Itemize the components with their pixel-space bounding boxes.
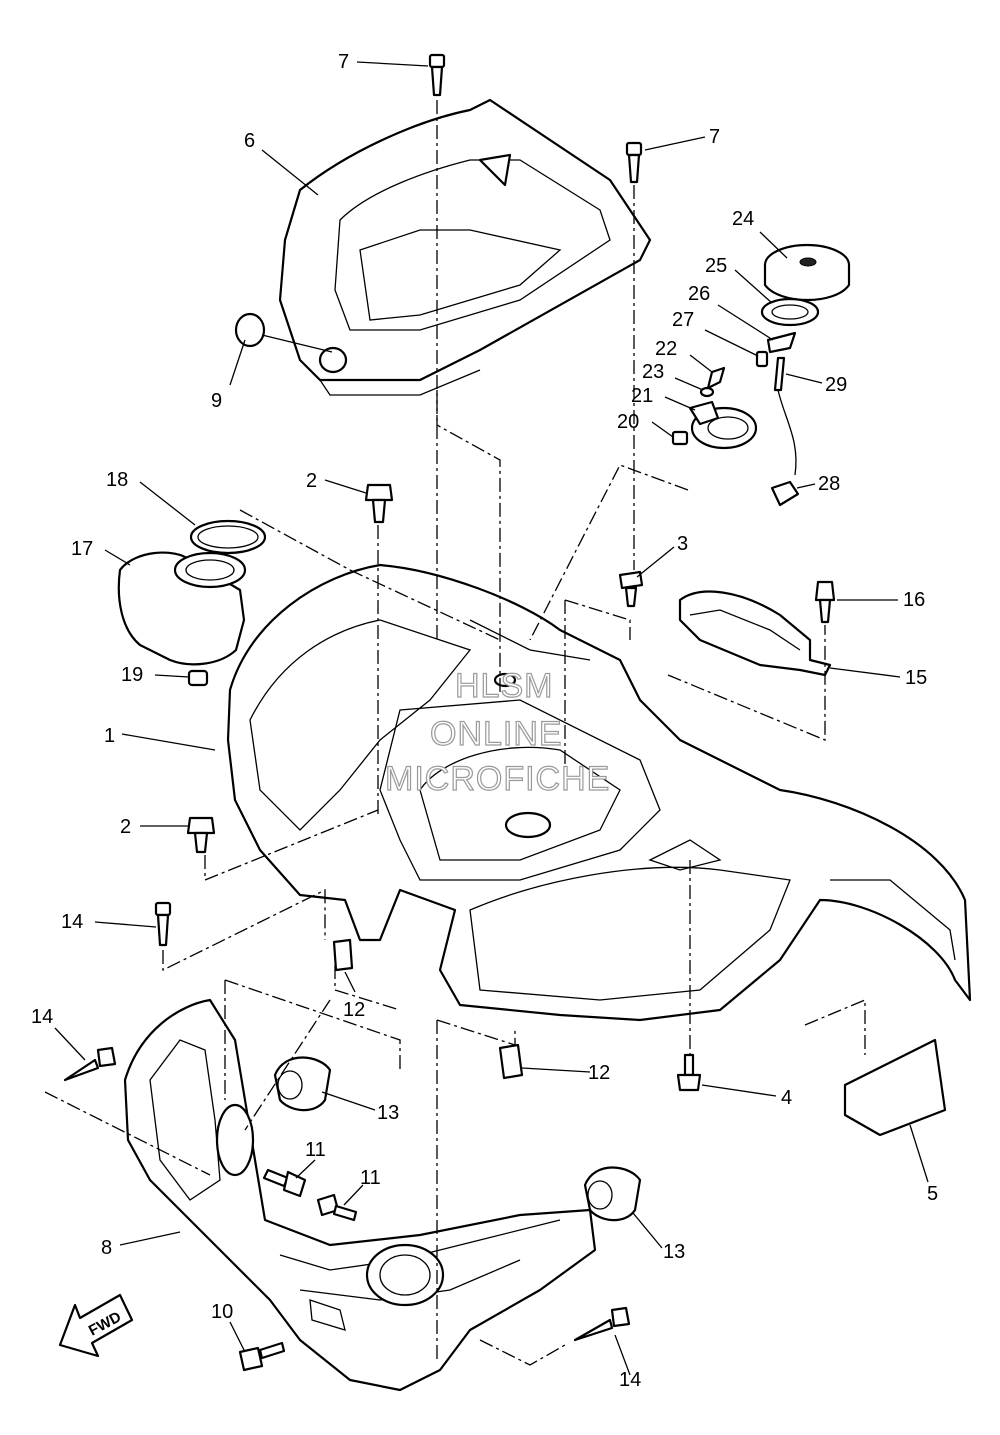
callout-10: 10 (211, 1301, 233, 1323)
callout-14: 14 (619, 1369, 641, 1391)
callout-8: 8 (101, 1237, 112, 1259)
callout-22: 22 (655, 338, 677, 360)
callout-3: 3 (677, 533, 688, 555)
callout-16: 16 (903, 589, 925, 611)
screw-part-7-right (625, 141, 643, 184)
callout-24: 24 (732, 208, 754, 230)
callout-labels: 1 2 2 3 4 5 6 7 7 8 9 10 11 11 12 12 13 … (31, 51, 938, 1391)
watermark: HLSM ONLINE MICROFICHE (384, 666, 610, 798)
nut-part-12-left (332, 938, 354, 972)
callout-28: 28 (818, 473, 840, 495)
bolt-part-4 (676, 1053, 702, 1092)
bolt-part-22 (706, 366, 726, 390)
clip-part-14-left (63, 1046, 117, 1082)
callout-25: 25 (705, 255, 727, 277)
leader-lines (54, 61, 929, 1376)
callout-27: 27 (672, 309, 694, 331)
callout-26: 26 (688, 283, 710, 305)
pad-part-5 (843, 1038, 947, 1137)
bolt-part-3 (618, 570, 644, 608)
tube-part-29 (773, 356, 797, 476)
callout-12: 12 (588, 1062, 610, 1084)
callout-4: 4 (781, 1087, 792, 1109)
callout-12: 12 (343, 999, 365, 1021)
bolt-part-2-lower (186, 816, 216, 854)
clip-part-16 (814, 580, 836, 624)
callout-11: 11 (305, 1139, 326, 1161)
bolt-part-10 (238, 1341, 286, 1372)
svg-text:ONLINE: ONLINE (430, 715, 563, 753)
gasket-part-25 (760, 297, 820, 327)
callout-23: 23 (642, 361, 664, 383)
callout-15: 15 (905, 667, 927, 689)
nut-part-12-center (498, 1043, 524, 1080)
bolt-part-11-right (316, 1193, 358, 1222)
callout-2: 2 (120, 816, 131, 838)
front-fender-part-1 (226, 563, 972, 1022)
callout-19: 19 (121, 664, 143, 686)
callout-11: 11 (360, 1167, 381, 1189)
assembly-lines (44, 100, 866, 1366)
washer-part-23 (699, 386, 715, 398)
svg-text:MICROFICHE: MICROFICHE (385, 760, 610, 798)
clip-part-14-upper (154, 901, 172, 947)
callout-7: 7 (338, 51, 349, 73)
clip-part-14-right (573, 1306, 631, 1342)
callout-18: 18 (106, 469, 128, 491)
callout-14: 14 (31, 1006, 53, 1028)
screw-part-27 (755, 350, 769, 368)
callout-6: 6 (244, 130, 255, 152)
cap-part-9 (234, 312, 266, 348)
callout-7: 7 (709, 126, 720, 148)
callout-13: 13 (663, 1241, 685, 1263)
bracket-part-15 (678, 590, 832, 677)
grommet-part-13-right (583, 1166, 642, 1222)
grommet-part-19 (187, 669, 209, 687)
callout-2: 2 (306, 470, 317, 492)
ring-part-21 (688, 400, 758, 450)
callout-13: 13 (377, 1102, 399, 1124)
bolt-part-2-upper (364, 483, 394, 524)
callout-1: 1 (104, 725, 115, 747)
tank-part-17 (117, 551, 247, 666)
callout-5: 5 (927, 1183, 938, 1205)
nut-part-20 (671, 430, 689, 446)
plate-part-26 (766, 331, 797, 354)
callout-29: 29 (825, 374, 847, 396)
callout-20: 20 (617, 411, 639, 433)
callout-14: 14 (61, 911, 83, 933)
callout-17: 17 (71, 538, 93, 560)
fwd-arrow-icon: FWD (58, 1293, 134, 1358)
callout-9: 9 (211, 390, 222, 412)
grommet-part-13-left (273, 1056, 332, 1112)
svg-text:HLSM: HLSM (455, 667, 553, 705)
clip-part-28 (770, 480, 800, 507)
lower-front-panel-part-8 (123, 998, 597, 1392)
front-top-panel-part-6 (278, 98, 652, 396)
screw-part-7-top (428, 53, 446, 97)
fuel-cap-part-24 (763, 243, 851, 301)
bolt-part-11-left (262, 1168, 307, 1198)
callout-21: 21 (631, 385, 653, 407)
